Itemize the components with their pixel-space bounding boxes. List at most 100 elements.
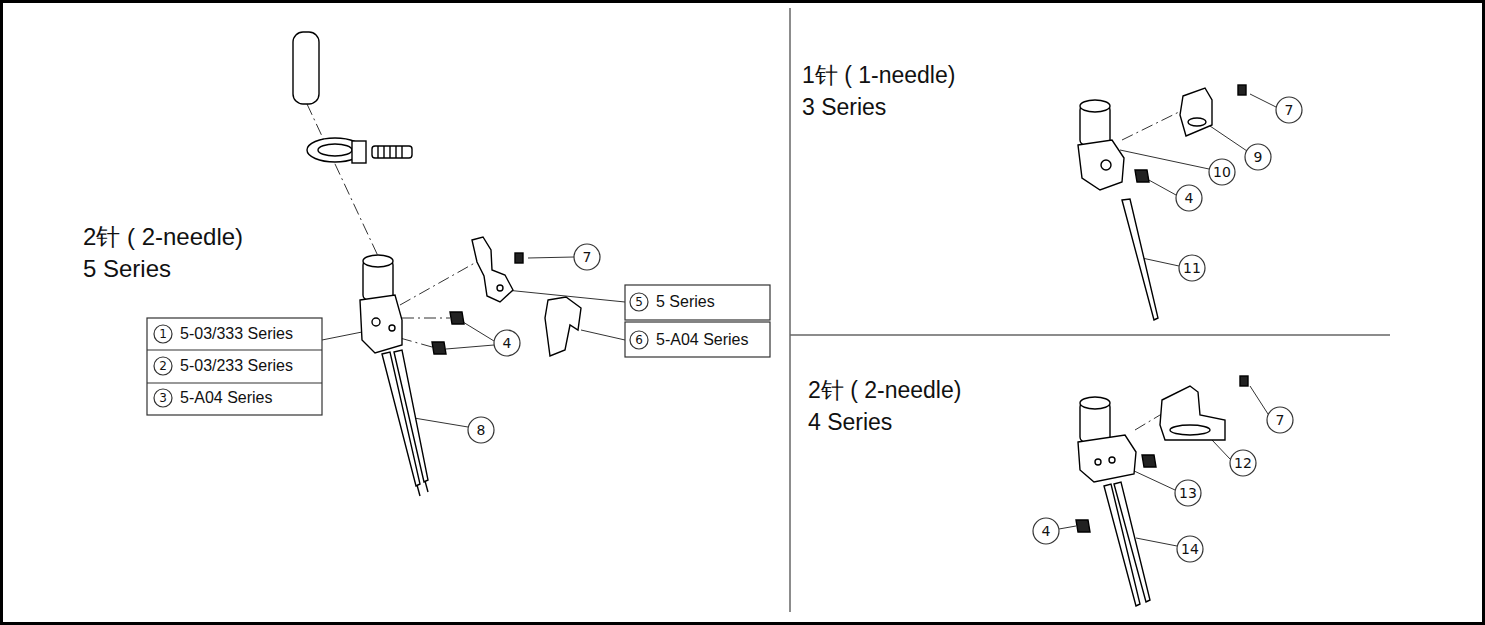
callout-number: 9 — [1243, 147, 1273, 167]
needle-clamp-4-series-part — [1114, 482, 1150, 602]
needle-clamp-4-series-part — [1142, 455, 1156, 467]
frame-part — [789, 8, 791, 612]
needle-clamp-4-series-part — [1076, 520, 1090, 532]
needle-clamp-5-series-part — [389, 325, 395, 331]
leader-line-part — [1250, 94, 1276, 107]
table-outline-part — [147, 382, 322, 383]
table-outline-part — [147, 318, 322, 415]
needle-clamp-3-series-part — [1122, 199, 1158, 320]
leader-line-part — [463, 322, 494, 341]
assembly-axis-part — [400, 338, 432, 347]
callout-number: 1 — [151, 325, 175, 343]
callout-number: 8 — [466, 420, 496, 440]
callout-number: 6 — [627, 331, 651, 349]
callout-number: 7 — [1274, 100, 1304, 120]
leader-line-part — [1132, 470, 1175, 490]
leader-line-part — [1212, 440, 1230, 459]
section-heading: 3 Series — [802, 92, 886, 122]
series-name: 5-03/333 Series — [180, 324, 293, 344]
callout-number: 2 — [151, 357, 175, 375]
needle-clamp-4-series-part — [1095, 459, 1101, 465]
series-name: 5-A04 Series — [180, 388, 273, 408]
callout-number: 13 — [1173, 483, 1203, 503]
leader-line-part — [1250, 386, 1268, 414]
callout-number: 4 — [1174, 188, 1204, 208]
section-heading: 1针 ( 1-needle) — [802, 60, 955, 90]
needle-clamp-5-series-part — [378, 146, 402, 158]
section-heading: 5 Series — [83, 254, 171, 284]
needle-clamp-5-series-part — [417, 485, 420, 496]
callout-number: 11 — [1177, 258, 1207, 278]
section-heading: 4 Series — [808, 407, 892, 437]
callout-number: 10 — [1207, 162, 1237, 182]
needle-clamp-5-series-part — [394, 350, 428, 482]
callout-circle — [154, 97, 1302, 562]
needle-clamp-3-series-part — [1135, 170, 1149, 182]
needle-clamp-5-series-part — [472, 237, 513, 302]
assembly-axis-part — [1122, 110, 1183, 140]
section-heading: 2针 ( 2-needle) — [808, 375, 961, 405]
table-outline-part — [625, 322, 770, 357]
needle-clamp-5-series-part — [293, 32, 319, 104]
needle-clamp-5-series-part — [515, 253, 523, 263]
callout-number: 12 — [1228, 453, 1258, 473]
needle-clamp-5-series-part — [352, 141, 366, 163]
callout-number: 4 — [492, 333, 522, 353]
needle-clamp-5-series — [293, 32, 581, 496]
needle-clamp-3-series — [1078, 85, 1246, 320]
frame-part — [790, 334, 1390, 336]
leader-line-part — [1142, 258, 1179, 266]
series-name: 5-03/233 Series — [180, 356, 293, 376]
leader-line-part — [414, 418, 468, 427]
needle-clamp-4-series-part — [1160, 386, 1225, 440]
needle-clamp-5-series-part — [363, 255, 393, 267]
leader-line-part — [1136, 538, 1177, 546]
assembly-axis-part — [402, 318, 450, 319]
assembly-axis-part — [307, 104, 378, 256]
needle-clamp-3-series-part — [1238, 85, 1246, 95]
needle-clamp-5-series-part — [318, 144, 352, 156]
callout-number: 14 — [1175, 539, 1205, 559]
needle-clamp-4-series-part — [1109, 457, 1115, 463]
needle-clamp-5-series-part — [545, 297, 581, 356]
needle-clamp-5-series-part — [360, 295, 402, 353]
leader-line-part — [581, 330, 625, 340]
needle-clamp-3-series-part — [1078, 140, 1124, 190]
series-name: 5-A04 Series — [656, 330, 749, 350]
table-outline-part — [625, 285, 770, 320]
callout-number: 3 — [151, 389, 175, 407]
leader-line-part — [446, 345, 494, 349]
assembly-axis-part — [400, 260, 480, 305]
needle-clamp-4-series-part — [1240, 376, 1248, 386]
needle-clamp-4-series-part — [1170, 425, 1210, 435]
needle-clamp-5-series-part — [450, 312, 464, 324]
leader-line-part — [1147, 179, 1176, 195]
needle-clamp-4-series — [1076, 376, 1248, 606]
leader-line-part — [1120, 150, 1209, 169]
needle-clamp-4-series-part — [1078, 435, 1136, 482]
section-heading: 2针 ( 2-needle) — [83, 222, 243, 252]
leader-line-part — [1210, 126, 1247, 151]
needle-clamp-5-series-part — [372, 318, 380, 326]
needle-clamp-5-series-part — [425, 481, 428, 492]
needle-clamp-3-series-part — [1188, 118, 1206, 126]
needle-clamp-3-series-part — [1080, 100, 1110, 112]
needle-clamp-5-series-part — [497, 285, 503, 291]
table-outline — [147, 285, 770, 415]
leader-line-part — [1059, 526, 1076, 529]
callout-number: 7 — [1265, 410, 1295, 430]
needle-clamp-5-series-part — [372, 146, 412, 158]
assembly-axis — [307, 104, 1183, 430]
callout-number: 4 — [1031, 521, 1061, 541]
needle-clamp-5-series-part — [432, 342, 446, 354]
needle-clamp-3-series-part — [1101, 160, 1111, 170]
series-name: 5 Series — [656, 292, 715, 312]
needle-clamp-3-series-part — [1180, 88, 1212, 136]
leader-line — [322, 94, 1276, 546]
leader-line-part — [322, 332, 362, 340]
table-outline-part — [147, 349, 322, 350]
